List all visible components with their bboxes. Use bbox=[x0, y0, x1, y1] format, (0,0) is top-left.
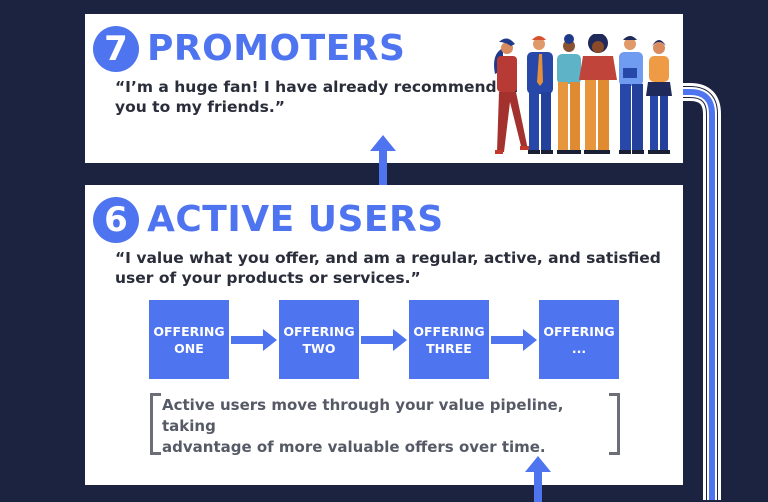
active-users-header: 6 ACTIVE USERS bbox=[93, 197, 444, 243]
arrow-right-icon bbox=[491, 329, 537, 351]
step-number-badge: 7 bbox=[93, 26, 139, 72]
active-users-quote: “I value what you offer, and am a regula… bbox=[115, 249, 661, 287]
promoters-quote: “I’m a huge fan! I have already recommen… bbox=[115, 78, 519, 116]
step-number-badge: 6 bbox=[93, 197, 139, 243]
promoters-panel: 7 PROMOTERS “I’m a huge fan! I have alre… bbox=[85, 14, 683, 163]
promoters-header: 7 PROMOTERS bbox=[93, 26, 405, 72]
arrow-right-icon bbox=[361, 329, 407, 351]
step-title: ACTIVE USERS bbox=[147, 199, 444, 240]
right-bracket bbox=[609, 393, 620, 455]
arrow-up-icon bbox=[525, 456, 551, 502]
group-of-people-illustration bbox=[494, 34, 672, 154]
step-title: PROMOTERS bbox=[147, 28, 406, 69]
arrow-right-icon bbox=[231, 329, 277, 351]
arrow-up-icon bbox=[370, 135, 396, 185]
pipeline-note: Active users move through your value pip… bbox=[150, 393, 620, 456]
left-bracket bbox=[150, 393, 161, 455]
offering-more-box: OFFERING... bbox=[539, 300, 619, 379]
